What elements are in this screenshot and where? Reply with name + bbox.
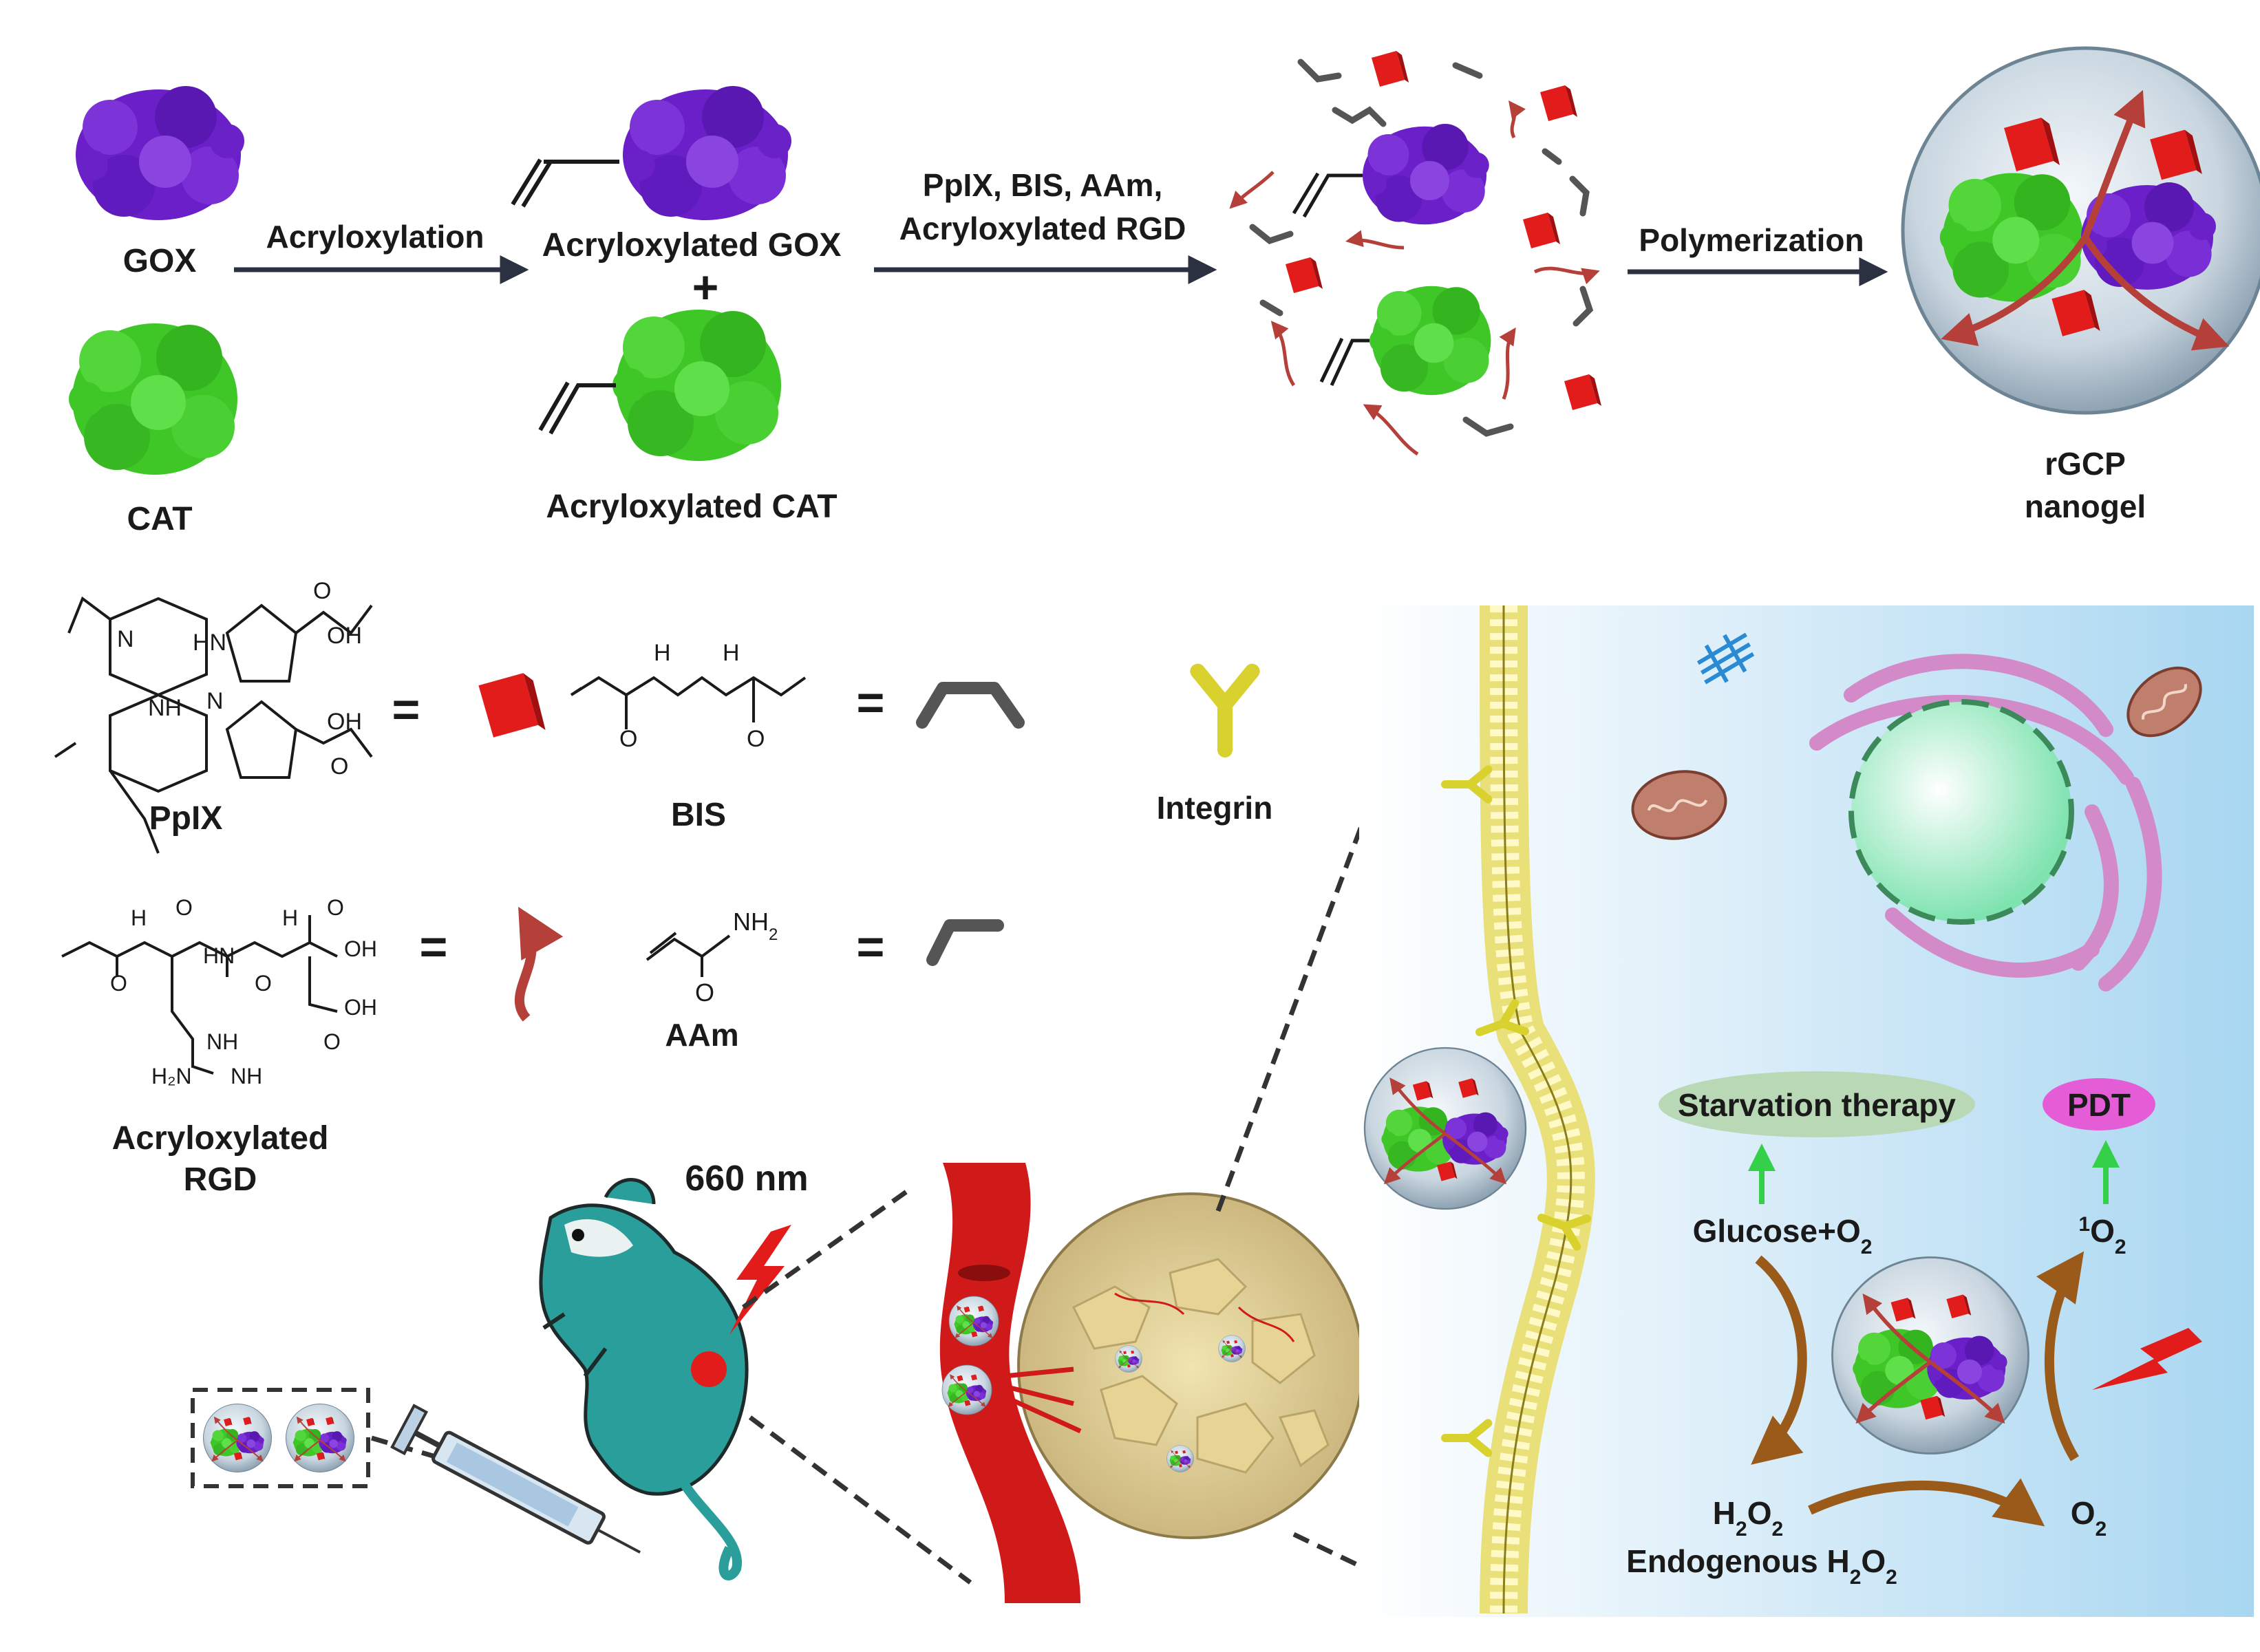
- endogenous-h2o2-label: Endogenous H2O2: [1626, 1543, 1897, 1589]
- reagents-label-line2: Acryloxylated RGD: [899, 211, 1186, 246]
- glucose-label: Glucose+O2: [1693, 1213, 1873, 1258]
- vial-connector: [371, 1435, 455, 1465]
- rgd-oh-2: OH: [344, 995, 377, 1020]
- acryloxylated-cat-label: Acryloxylated CAT: [546, 489, 837, 525]
- syringe-icon: [390, 1404, 641, 1554]
- rgd-hn: HN: [203, 943, 235, 968]
- nucleus: [1848, 699, 2074, 925]
- precursor-mixture: [1229, 51, 1601, 456]
- rgd-structure: [61, 915, 338, 1075]
- integrin-symbol: [1197, 672, 1252, 750]
- wavelength-label: 660 nm: [685, 1159, 808, 1199]
- bis-o-1: O: [619, 726, 637, 752]
- nanogel-label-line1: rGCP: [2045, 446, 2126, 482]
- rgcp-nanogel: [1901, 46, 2260, 415]
- bis-h-1: H: [654, 640, 671, 666]
- bis-equals: =: [857, 676, 885, 729]
- cat-label: CAT: [127, 501, 192, 537]
- nanogel-vial: [191, 1388, 370, 1488]
- aam-symbol: [926, 919, 1004, 966]
- rgd-nh: NH: [206, 1029, 238, 1054]
- rgd-o-4: O: [327, 895, 344, 920]
- oxygen-label: O2: [2071, 1495, 2107, 1541]
- laser-bolt-icon: [729, 1225, 791, 1335]
- ppix-oh-1: OH: [327, 623, 362, 649]
- rgd-o-2: O: [110, 971, 127, 996]
- ppix-o-1: O: [313, 578, 331, 604]
- ppix-label: PpIX: [149, 800, 223, 837]
- rgd-h2n: H₂N: [151, 1064, 192, 1088]
- glucose-consumption-arrow: [1751, 1255, 1807, 1465]
- tumor-tissue: [1003, 1192, 1364, 1539]
- rgd-equals: =: [420, 920, 448, 974]
- aam-o: O: [695, 978, 714, 1007]
- bis-o-2: O: [747, 726, 765, 752]
- pdt-badge: [2043, 1078, 2155, 1130]
- rgd-symbol: [514, 906, 564, 1022]
- ppix-nh: NH: [148, 695, 182, 721]
- rgd-o-1: O: [175, 895, 193, 920]
- singlet-oxygen-label: 1O2: [2078, 1213, 2126, 1258]
- starvation-therapy-badge: [1659, 1071, 1975, 1137]
- blood-vessel: [939, 1163, 1080, 1603]
- ppix-symbol: [478, 673, 546, 738]
- bis-structure: [570, 676, 807, 729]
- h2o2-decomposition-arrow: [1808, 1478, 2045, 1527]
- oxygen-to-singlet-arrow: [2036, 1251, 2085, 1461]
- acryloxylated-cat: [538, 310, 781, 461]
- aam-label: AAm: [665, 1017, 738, 1053]
- mitochondrion-1: [1631, 770, 1727, 840]
- ppix-hn: HN: [193, 630, 226, 656]
- rgd-nh-2: NH: [231, 1064, 262, 1088]
- starvation-therapy-label: Starvation therapy: [1678, 1087, 1956, 1123]
- cat-enzyme: [69, 323, 237, 475]
- gox-label: GOX: [123, 243, 197, 279]
- rgd-label-line1: Acryloxylated: [112, 1120, 329, 1157]
- rgd-o-5: O: [323, 1029, 341, 1054]
- golgi-icon: [1696, 632, 1755, 685]
- rgd-o-3: O: [255, 971, 272, 996]
- laser-bolt-icon-2: [2092, 1328, 2202, 1390]
- pdt-label: PDT: [2067, 1087, 2131, 1123]
- aam-nh2: NH2: [733, 908, 778, 944]
- rgd-h-1: H: [131, 905, 147, 930]
- integrin-label: Integrin: [1157, 790, 1273, 826]
- acryloxylated-gox-label: Acryloxylated GOX: [542, 227, 842, 264]
- acryloxylation-label: Acryloxylation: [266, 219, 484, 255]
- bis-label: BIS: [671, 797, 726, 833]
- ppix-n-2: N: [206, 688, 224, 714]
- aam-equals: =: [857, 920, 885, 974]
- ppix-structure: [54, 596, 373, 854]
- polymerization-label: Polymerization: [1639, 222, 1864, 258]
- ppix-n-1: N: [117, 626, 134, 652]
- aam-structure: [646, 932, 731, 977]
- acryloxylated-gox: [511, 86, 791, 220]
- plus-sign: +: [692, 261, 719, 312]
- mitochondrion-2: [2126, 666, 2202, 738]
- mouse-icon: [539, 1178, 749, 1580]
- ppix-oh-2: OH: [327, 709, 362, 735]
- endoplasmic-reticulum: [1809, 654, 2162, 991]
- rgd-label-line2: RGD: [184, 1161, 257, 1198]
- rgd-h-2: H: [282, 905, 298, 930]
- cycling-nanogel: [1833, 1258, 2029, 1454]
- zoom-line-2: [748, 1415, 972, 1585]
- reagents-label-line1: PpIX, BIS, AAm,: [923, 167, 1162, 203]
- nanogel-label-line2: nanogel: [2025, 489, 2146, 524]
- gox-enzyme: [76, 86, 244, 220]
- h2o2-label: H2O2: [1713, 1495, 1783, 1541]
- rgd-oh-1: OH: [344, 936, 377, 961]
- zoom-line-1: [741, 1188, 910, 1309]
- bis-symbol: [916, 682, 1025, 729]
- ppix-equals: =: [392, 683, 420, 736]
- bis-h-2: H: [723, 640, 740, 666]
- ppix-o-2: O: [330, 753, 348, 780]
